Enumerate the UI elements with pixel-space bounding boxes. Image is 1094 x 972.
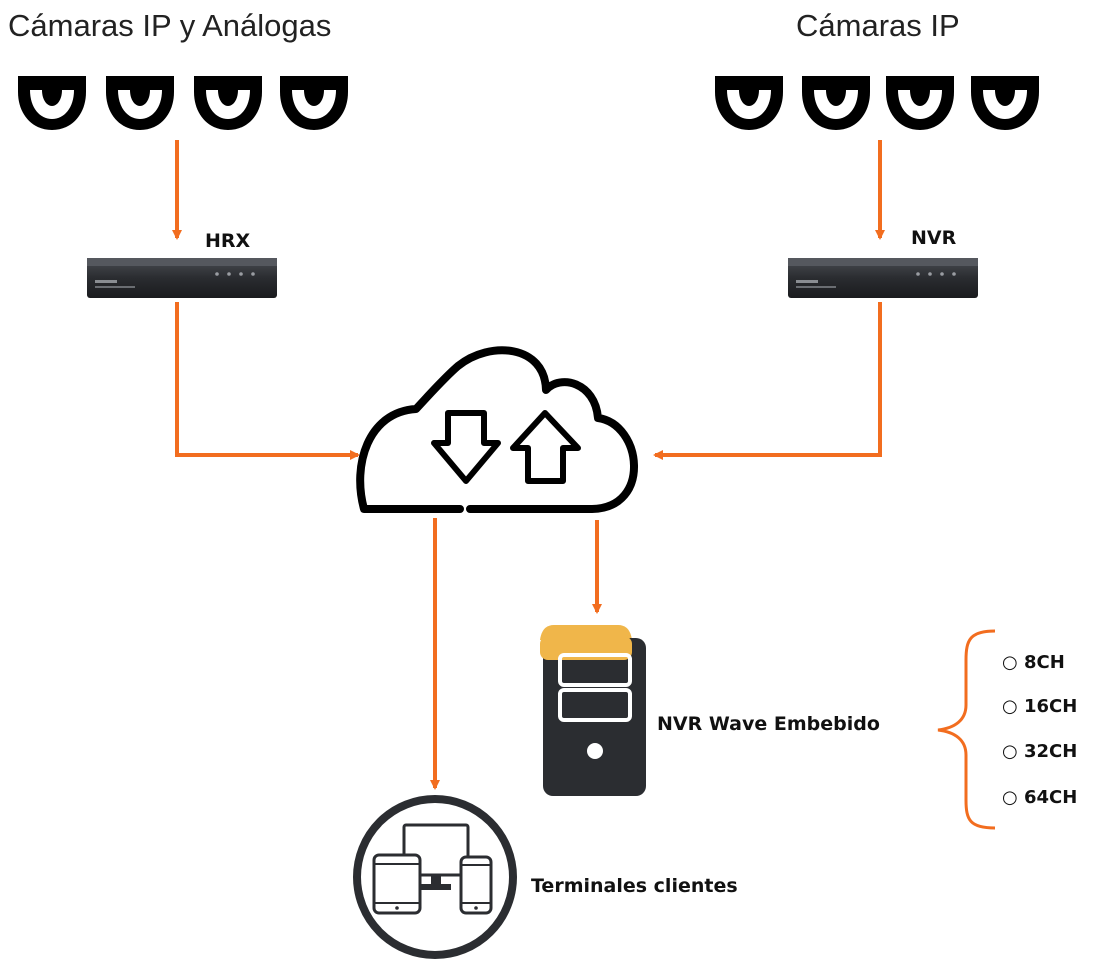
- option-bullet: ○: [1002, 696, 1018, 717]
- server-tower-icon: [540, 625, 646, 796]
- channel-option-item: ○ 16CH: [1002, 696, 1077, 717]
- right-group-title: Cámaras IP: [796, 8, 960, 43]
- dome-camera-icon: [194, 76, 262, 130]
- channel-option-item: ○ 32CH: [1002, 741, 1077, 762]
- dome-camera-icon: [106, 76, 174, 130]
- option-label: 16CH: [1024, 696, 1077, 717]
- dome-camera-icon: [18, 76, 86, 130]
- download-arrow-icon: [431, 410, 501, 484]
- left-cameras: [18, 76, 348, 130]
- left-group-title: Cámaras IP y Análogas: [8, 8, 331, 43]
- recorder-device-icon: [788, 258, 978, 298]
- clients-label: Terminales clientes: [531, 875, 738, 897]
- option-label: 32CH: [1024, 741, 1077, 762]
- option-label: 8CH: [1024, 652, 1065, 673]
- option-bullet: ○: [1002, 787, 1018, 808]
- multi-device-icon: [353, 795, 517, 959]
- dome-camera-icon: [715, 76, 783, 130]
- dome-camera-icon: [802, 76, 870, 130]
- dome-camera-icon: [971, 76, 1039, 130]
- channel-option-item: ○ 64CH: [1002, 787, 1077, 808]
- dome-camera-icon: [886, 76, 954, 130]
- channel-options-list: ○ 8CH ○ 16CH ○ 32CH ○ 64CH: [1002, 652, 1077, 808]
- options-brace: [937, 629, 996, 830]
- wave-label: NVR Wave Embebido: [657, 713, 880, 735]
- dome-camera-icon: [280, 76, 348, 130]
- option-bullet: ○: [1002, 741, 1018, 762]
- cloud-sync-icon: [356, 346, 638, 513]
- connector-arrows: [172, 140, 885, 790]
- nvr-label: NVR: [911, 227, 957, 249]
- option-label: 64CH: [1024, 787, 1077, 808]
- option-bullet: ○: [1002, 652, 1018, 673]
- channel-option-item: ○ 8CH: [1002, 652, 1065, 673]
- hrx-label: HRX: [205, 230, 251, 252]
- nvr-to-cloud-arrow: [653, 302, 882, 460]
- upload-arrow-icon: [510, 410, 581, 484]
- hrx-to-cloud-arrow: [175, 302, 360, 460]
- recorder-device-icon: [87, 258, 277, 298]
- right-cameras: [715, 76, 1039, 130]
